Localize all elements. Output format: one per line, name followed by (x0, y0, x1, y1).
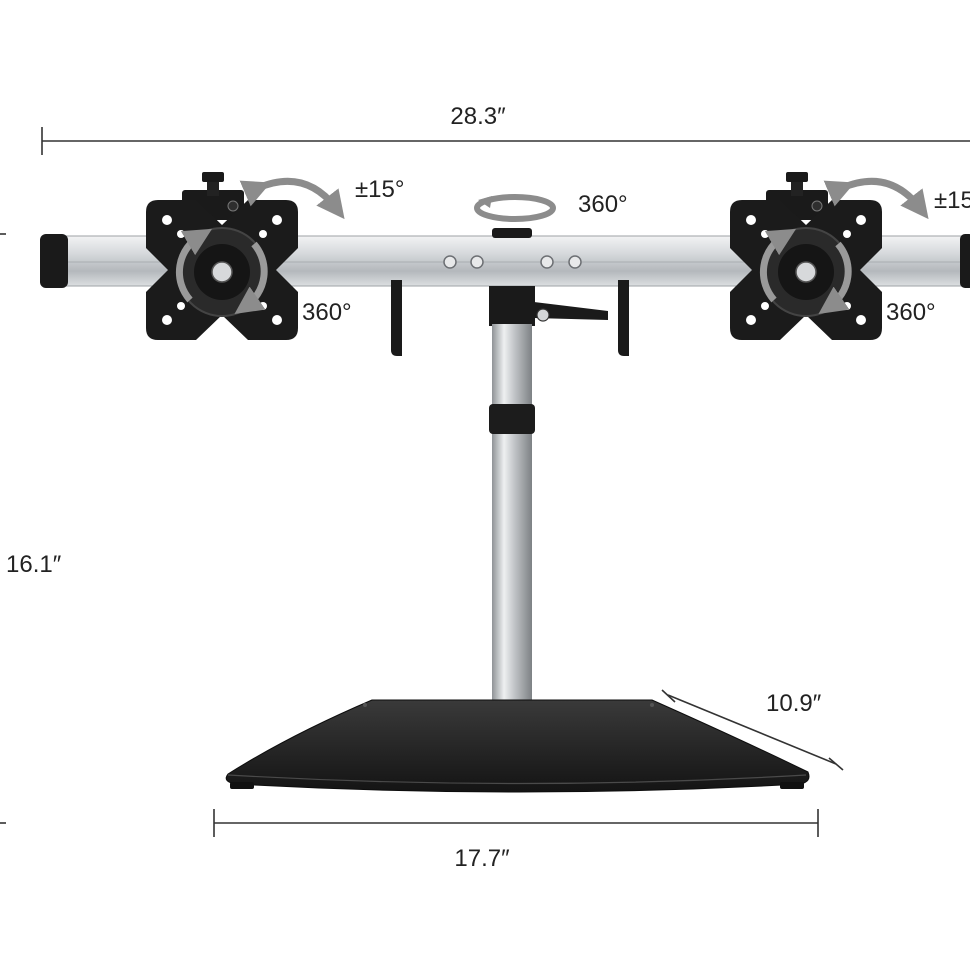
overall-width-label: 28.3″ (450, 103, 506, 130)
cable-hook-right (618, 280, 629, 356)
overall-width-dimension: 28.3″ (41, 103, 970, 155)
right-rotation-label: 360° (886, 299, 936, 326)
pole (489, 286, 608, 720)
base-width-label: 17.7″ (454, 845, 510, 872)
right-rotation-arrow-icon (759, 228, 852, 314)
height-dimension: 16.1″ (0, 233, 62, 824)
cable-hook-left (391, 280, 402, 356)
base-depth-dimension: 10.9″ (661, 689, 844, 771)
base (225, 699, 810, 793)
base-width-dimension: 17.7″ (213, 809, 819, 872)
base-depth-label: 10.9″ (766, 690, 822, 717)
locking-lever-icon (534, 302, 608, 320)
left-tilt-label: ±15° (355, 176, 404, 203)
right-tilt-arrow-icon (823, 177, 929, 220)
left-rotation-label: 360° (302, 299, 352, 326)
center-swivel-label: 360° (578, 191, 628, 218)
left-tilt-arrow-icon (239, 177, 345, 220)
crossbar-end-cap-left (40, 234, 68, 288)
height-collar (489, 404, 535, 434)
center-swivel-arrow-icon (474, 194, 556, 222)
right-tilt-label: ±15° (934, 187, 970, 214)
left-vesa-mount (146, 172, 298, 340)
height-label: 16.1″ (6, 551, 62, 578)
center-screws (443, 255, 582, 269)
left-rotation-arrow-icon (175, 228, 268, 314)
crossbar-end-cap-right (960, 234, 970, 288)
right-vesa-mount (730, 172, 882, 340)
